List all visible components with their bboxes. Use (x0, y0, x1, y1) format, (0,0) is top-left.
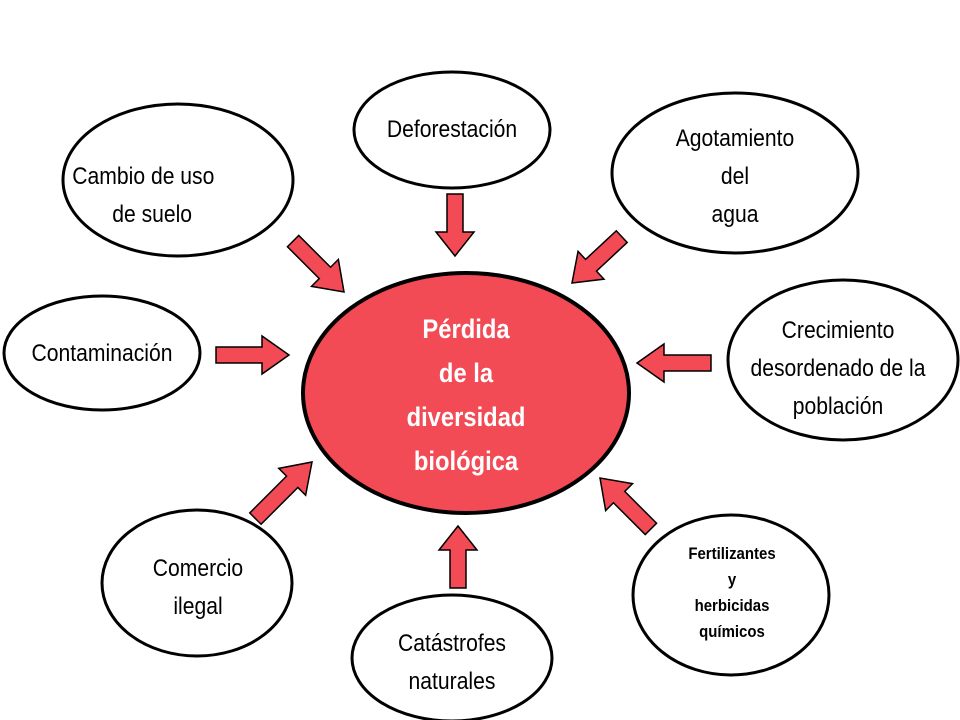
node-deforestacion-ellipse (352, 70, 552, 190)
node-contaminacion-label: Contaminación (31, 340, 173, 367)
node-catastrofes-ellipse (350, 593, 554, 720)
node-comercio-ellipse (100, 508, 294, 658)
node-deforestacion-label: Deforestación (386, 116, 518, 143)
node-fertilizantes-ellipse (631, 513, 831, 677)
node-fertilizantes-label: Fertilizantes y herbicidas químicos (688, 544, 776, 641)
node-comercio-label: Comercio ilegal (152, 555, 244, 620)
center-ellipse (301, 271, 631, 515)
center-label: Pérdida de la diversidad biológica (406, 314, 526, 476)
node-contaminacion-ellipse (2, 294, 202, 412)
arrow-from-comercio (248, 461, 313, 526)
arrow-from-agotamiento (571, 229, 629, 284)
node-crecimiento-ellipse (726, 278, 960, 442)
arrow-from-deforestacion (434, 193, 476, 258)
node-agotamiento-label: Agotamiento del agua (675, 125, 795, 228)
node-cambio-uso-label: Cambio de uso de suelo (72, 163, 215, 228)
arrow-from-fertilizantes (599, 477, 658, 536)
node-cambio-uso-ellipse (61, 102, 295, 258)
arrow-from-crecimiento (635, 342, 712, 384)
arrow-from-contaminacion (215, 334, 291, 376)
arrow-from-catastrofes (437, 524, 479, 589)
node-crecimiento-label: Crecimiento desordenado de la población (750, 317, 926, 420)
node-catastrofes-label: Catástrofes naturales (398, 630, 506, 695)
arrow-from-cambio-uso (286, 234, 345, 293)
node-agotamiento-ellipse (610, 91, 860, 255)
